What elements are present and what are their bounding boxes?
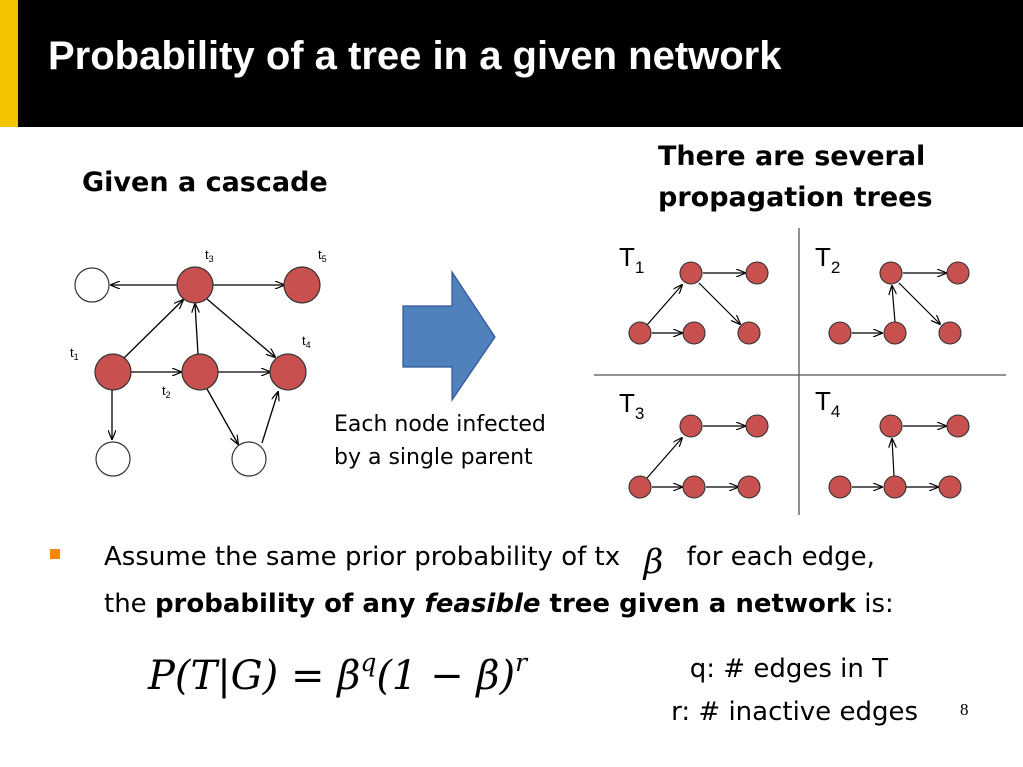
legend-q: q: # edges in T xyxy=(689,654,888,684)
legend-r: r: # inactive edges xyxy=(671,697,918,727)
time-label-t4: t4 xyxy=(302,333,311,350)
tree-T2 xyxy=(828,261,970,345)
edge-t2-to-t3 xyxy=(195,304,198,355)
bullet-line1: Assume the same prior probability of tx … xyxy=(104,542,875,582)
beta-symbol: β xyxy=(643,542,664,582)
node-t3 xyxy=(176,266,214,304)
tree-label-T3: T3 xyxy=(619,388,644,423)
time-label-t2: t2 xyxy=(162,383,171,400)
probability-formula: P(T|G) = βq(1 − β)r xyxy=(148,648,528,699)
time-label-t1: t1 xyxy=(70,345,79,362)
trees-heading-line1: There are several xyxy=(658,141,926,172)
edge-t3-to-t4 xyxy=(206,298,275,357)
tree-label-T1: T1 xyxy=(619,242,644,277)
edge-t2-to-white3 xyxy=(206,388,238,444)
node-uninfected xyxy=(95,441,131,477)
given-cascade-heading: Given a cascade xyxy=(82,167,328,198)
time-label-t3: t3 xyxy=(205,247,214,264)
node-t1 xyxy=(94,353,132,391)
bullet-marker xyxy=(50,549,60,559)
trees-heading-line2: propagation trees xyxy=(658,182,933,213)
node-t5 xyxy=(283,266,321,304)
cascade-network xyxy=(111,285,284,444)
tree-label-T4: T4 xyxy=(815,386,840,421)
slide-title: Probability of a tree in a given network xyxy=(48,34,782,78)
tree-T1 xyxy=(628,261,769,345)
time-label-t5: t5 xyxy=(318,247,327,264)
node-uninfected xyxy=(231,441,267,477)
note-line1: Each node infected xyxy=(334,412,546,437)
tree-T3 xyxy=(628,414,769,499)
bullet-text: Assume the same prior probability of tx … xyxy=(104,536,894,625)
title-accent-strip xyxy=(0,0,18,127)
note-line2: by a single parent xyxy=(334,445,533,470)
title-bar xyxy=(0,0,1023,127)
page-number: 8 xyxy=(960,700,969,719)
edge-white3-to-t4 xyxy=(261,392,278,444)
edge-t1-to-t3 xyxy=(122,300,183,360)
tree-T4 xyxy=(828,414,970,499)
node-uninfected xyxy=(74,267,110,303)
formula-legend: q: # edges in T r: # inactive edges xyxy=(608,648,918,734)
bullet-line2: the probability of any feasible tree giv… xyxy=(104,589,894,619)
node-t4 xyxy=(269,353,307,391)
right-arrow-shape xyxy=(402,270,496,402)
node-t2 xyxy=(181,353,219,391)
tree-label-T2: T2 xyxy=(815,242,840,277)
